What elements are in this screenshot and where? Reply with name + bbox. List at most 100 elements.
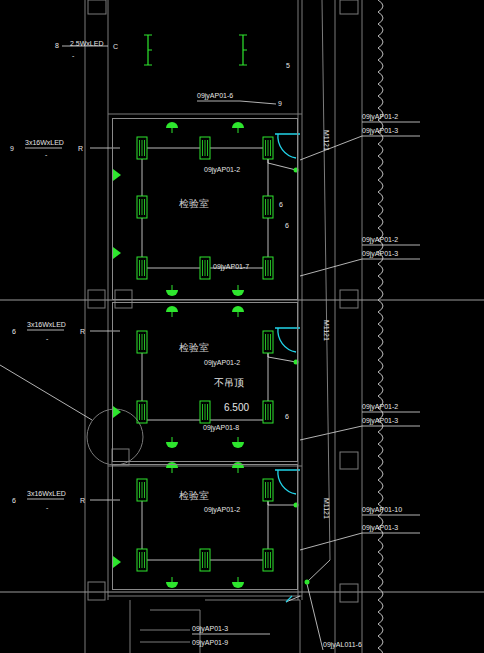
door-tag: M1121 xyxy=(323,498,330,519)
lamp-stem xyxy=(172,577,173,582)
wire xyxy=(268,159,269,196)
callout-label: 2.5WxLED xyxy=(70,40,103,47)
wire xyxy=(268,501,296,505)
wire xyxy=(210,420,263,421)
wiring xyxy=(142,148,296,560)
wire xyxy=(142,159,143,196)
wire xyxy=(268,159,296,170)
fixture-tube xyxy=(144,140,145,156)
fixture-tube xyxy=(268,140,269,156)
fixture-tube xyxy=(142,140,143,156)
wire xyxy=(147,268,200,269)
fixture-tube xyxy=(207,140,208,156)
room-box: 检验室 xyxy=(112,464,298,590)
light-fixtures xyxy=(113,122,310,588)
fixture-tube xyxy=(270,334,271,350)
fluorescent-fixture xyxy=(200,137,210,159)
callout-label: 6 xyxy=(285,413,289,420)
fluorescent-fixture xyxy=(137,331,147,353)
fixture-tube xyxy=(270,260,271,276)
callout-label: - xyxy=(45,151,47,158)
fixture-tube xyxy=(270,482,271,498)
callout-label: 9 xyxy=(278,100,282,107)
fluorescent-fixture xyxy=(263,549,273,571)
fixture-tube xyxy=(139,552,140,568)
wire xyxy=(147,420,200,421)
callout-label: 09jyAP01-2 xyxy=(362,113,398,120)
lamp-stem xyxy=(238,285,239,290)
fixture-tube xyxy=(265,482,266,498)
fixture-tube xyxy=(142,404,143,420)
door-tag: M1121 xyxy=(323,320,330,341)
fixture-tube xyxy=(205,260,206,276)
wire xyxy=(210,560,263,561)
fixture-tube xyxy=(142,552,143,568)
fluorescent-fixture xyxy=(200,257,210,279)
room-name: 检验室 xyxy=(179,343,209,353)
fluorescent-fixture xyxy=(200,549,210,571)
fixture-tube xyxy=(139,482,140,498)
fixture-tube xyxy=(265,552,266,568)
fixture-tube xyxy=(205,404,206,420)
fixture-tube xyxy=(268,482,269,498)
callout-label: 09jyAP01-2 xyxy=(362,403,398,410)
door-swings xyxy=(275,134,300,602)
lamp-stem xyxy=(172,437,173,442)
callout-label: 9 xyxy=(10,145,14,152)
door-tag: M1121 xyxy=(323,130,330,151)
callout-label: 09jyAP01-7 xyxy=(213,263,249,270)
fixture-tube xyxy=(144,552,145,568)
fixture-tube xyxy=(142,334,143,350)
callout-label: 6 xyxy=(12,328,16,335)
callout-label: 09jyAP01-8 xyxy=(203,424,239,431)
wall-lamp xyxy=(166,462,178,468)
fluorescent-fixture xyxy=(263,137,273,159)
lamp-stem xyxy=(172,128,173,133)
fixture-tube xyxy=(139,334,140,350)
fixture-tube xyxy=(265,199,266,215)
fixture-tube xyxy=(202,552,203,568)
callout-label: 8 xyxy=(55,42,59,49)
callout-label: 09jyAP01-2 xyxy=(204,359,240,366)
callout-label: 09jyAP01-3 xyxy=(362,524,398,531)
side-lamp xyxy=(113,169,121,181)
fixture-tube xyxy=(268,334,269,350)
callout-label: R xyxy=(80,497,85,504)
fixture-tube xyxy=(270,552,271,568)
lamp-stem xyxy=(238,128,239,133)
fixture-tube xyxy=(270,140,271,156)
callout-label: 09jyAP01-2 xyxy=(204,506,240,513)
fluorescent-fixture xyxy=(263,401,273,423)
wall-lamp xyxy=(166,290,178,296)
fixture-tube xyxy=(268,404,269,420)
callout-label: R xyxy=(78,145,83,152)
lamp-stem xyxy=(172,285,173,290)
fixture-tube xyxy=(142,482,143,498)
wire xyxy=(147,148,200,149)
fixture-tube xyxy=(139,260,140,276)
fixture-tube xyxy=(202,404,203,420)
wall-lamp xyxy=(166,582,178,588)
wire xyxy=(147,560,200,561)
side-lamp xyxy=(113,556,121,568)
fixture-tube xyxy=(270,199,271,215)
lamp-stem xyxy=(172,312,173,317)
fixture-tube xyxy=(202,140,203,156)
wall-lamp xyxy=(166,122,178,128)
fixture-tube xyxy=(268,552,269,568)
fixture-tube xyxy=(205,552,206,568)
wire xyxy=(268,501,269,549)
wire xyxy=(210,148,263,149)
fluorescent-fixture xyxy=(137,257,147,279)
room-name: 检验室 xyxy=(179,199,209,209)
fixture-tube xyxy=(205,140,206,156)
fixture-tube xyxy=(144,482,145,498)
boundary-wave xyxy=(378,0,383,653)
fixture-tube xyxy=(207,404,208,420)
fixture-tube xyxy=(265,140,266,156)
callout-label: 09jyAL011-6 xyxy=(323,641,362,648)
emergency-lamps xyxy=(144,35,247,65)
callout-label: 6 xyxy=(279,201,283,208)
callout-label: 不吊顶 xyxy=(214,378,244,388)
fixture-tube xyxy=(265,404,266,420)
